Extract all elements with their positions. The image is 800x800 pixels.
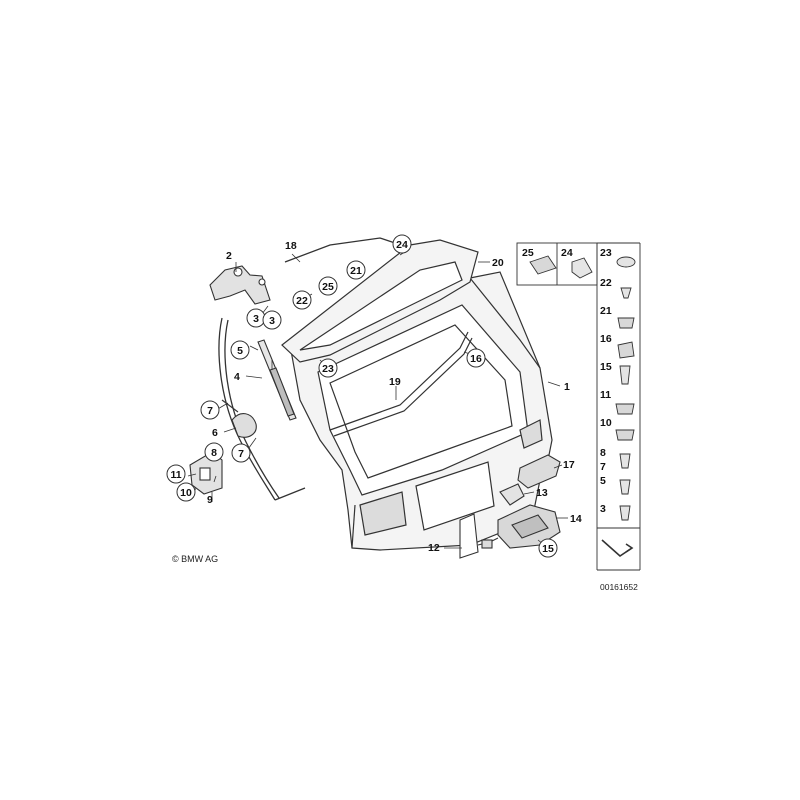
callout-25: 25 — [322, 281, 334, 293]
callout-circle-21 — [346, 260, 366, 280]
callout-18: 18 — [285, 240, 297, 252]
cover-cap — [499, 483, 525, 506]
trim-strip — [329, 331, 473, 437]
callout-21: 21 — [350, 265, 362, 277]
callout-14: 14 — [570, 513, 582, 525]
callout-11: 11 — [170, 469, 181, 481]
callout-10: 10 — [180, 487, 192, 499]
fastener-column — [596, 242, 641, 571]
callout-circle-3b — [262, 310, 282, 330]
callout-1: 1 — [564, 381, 570, 393]
callout-7a: 7 — [207, 405, 213, 417]
callout-24: 24 — [396, 239, 408, 251]
callout-circle-10 — [176, 482, 196, 502]
legend-24: 24 — [561, 247, 573, 259]
callout-4: 4 — [234, 371, 240, 383]
callout-2: 2 — [226, 250, 232, 262]
rear-spoiler — [281, 239, 479, 363]
callout-6: 6 — [212, 427, 218, 439]
small-parts-labels: 25 24 — [522, 247, 573, 259]
callout-circle-25 — [318, 276, 338, 296]
gas-strut — [257, 339, 297, 421]
legend-23: 23 — [600, 247, 612, 259]
legend-5: 5 — [600, 475, 606, 487]
callout-circle-16 — [466, 348, 486, 368]
callout-labels: 1 2 4 6 9 12 13 14 17 18 19 20 — [207, 240, 582, 554]
fastener-labels: 23 22 21 16 15 11 10 8 7 5 3 — [600, 247, 612, 515]
callout-circle-8 — [204, 442, 224, 462]
callout-circle-23 — [318, 358, 338, 378]
circled-callout-labels: 3 3 5 7 7 8 10 11 15 16 21 22 23 24 25 — [170, 239, 554, 555]
circled-callouts — [166, 234, 558, 558]
callout-5: 5 — [237, 345, 243, 357]
callout-3b: 3 — [269, 315, 275, 327]
callout-13: 13 — [536, 487, 548, 499]
legend-7: 7 — [600, 461, 606, 473]
callout-8: 8 — [211, 447, 217, 459]
legend-10: 10 — [600, 417, 612, 429]
legend-8: 8 — [600, 447, 606, 459]
callout-15: 15 — [542, 543, 554, 555]
legend-16: 16 — [600, 333, 612, 345]
callout-9: 9 — [207, 494, 213, 506]
legend-11: 11 — [600, 389, 611, 401]
callout-circle-15 — [538, 538, 558, 558]
callout-16: 16 — [470, 353, 482, 365]
callout-7b: 7 — [238, 448, 244, 460]
legend-22: 22 — [600, 277, 612, 289]
switch-unit — [517, 454, 561, 489]
diagram-id: 00161652 — [600, 582, 638, 592]
release-cable — [459, 513, 499, 559]
callout-23: 23 — [322, 363, 334, 375]
lock-mechanism — [497, 504, 561, 549]
callout-circle-7a — [200, 400, 220, 420]
legend-3: 3 — [600, 503, 606, 515]
callout-circle-11 — [166, 464, 186, 484]
callout-12: 12 — [428, 542, 440, 554]
rubber-buffer — [221, 399, 257, 438]
small-parts-panel — [516, 242, 598, 286]
callout-3a: 3 — [253, 313, 259, 325]
callout-19: 19 — [389, 376, 401, 388]
legend-25: 25 — [522, 247, 534, 259]
hinge — [209, 265, 271, 305]
copyright-label: © BMW AG — [172, 554, 219, 564]
legend-21: 21 — [600, 305, 612, 317]
callout-circle-24 — [392, 234, 412, 254]
callout-circle-5 — [230, 340, 250, 360]
callout-circle-7b — [231, 443, 251, 463]
callout-17: 17 — [563, 459, 575, 471]
callout-22: 22 — [296, 295, 308, 307]
legend-15: 15 — [600, 361, 612, 373]
callout-20: 20 — [492, 257, 504, 269]
callout-circle-22 — [292, 290, 312, 310]
